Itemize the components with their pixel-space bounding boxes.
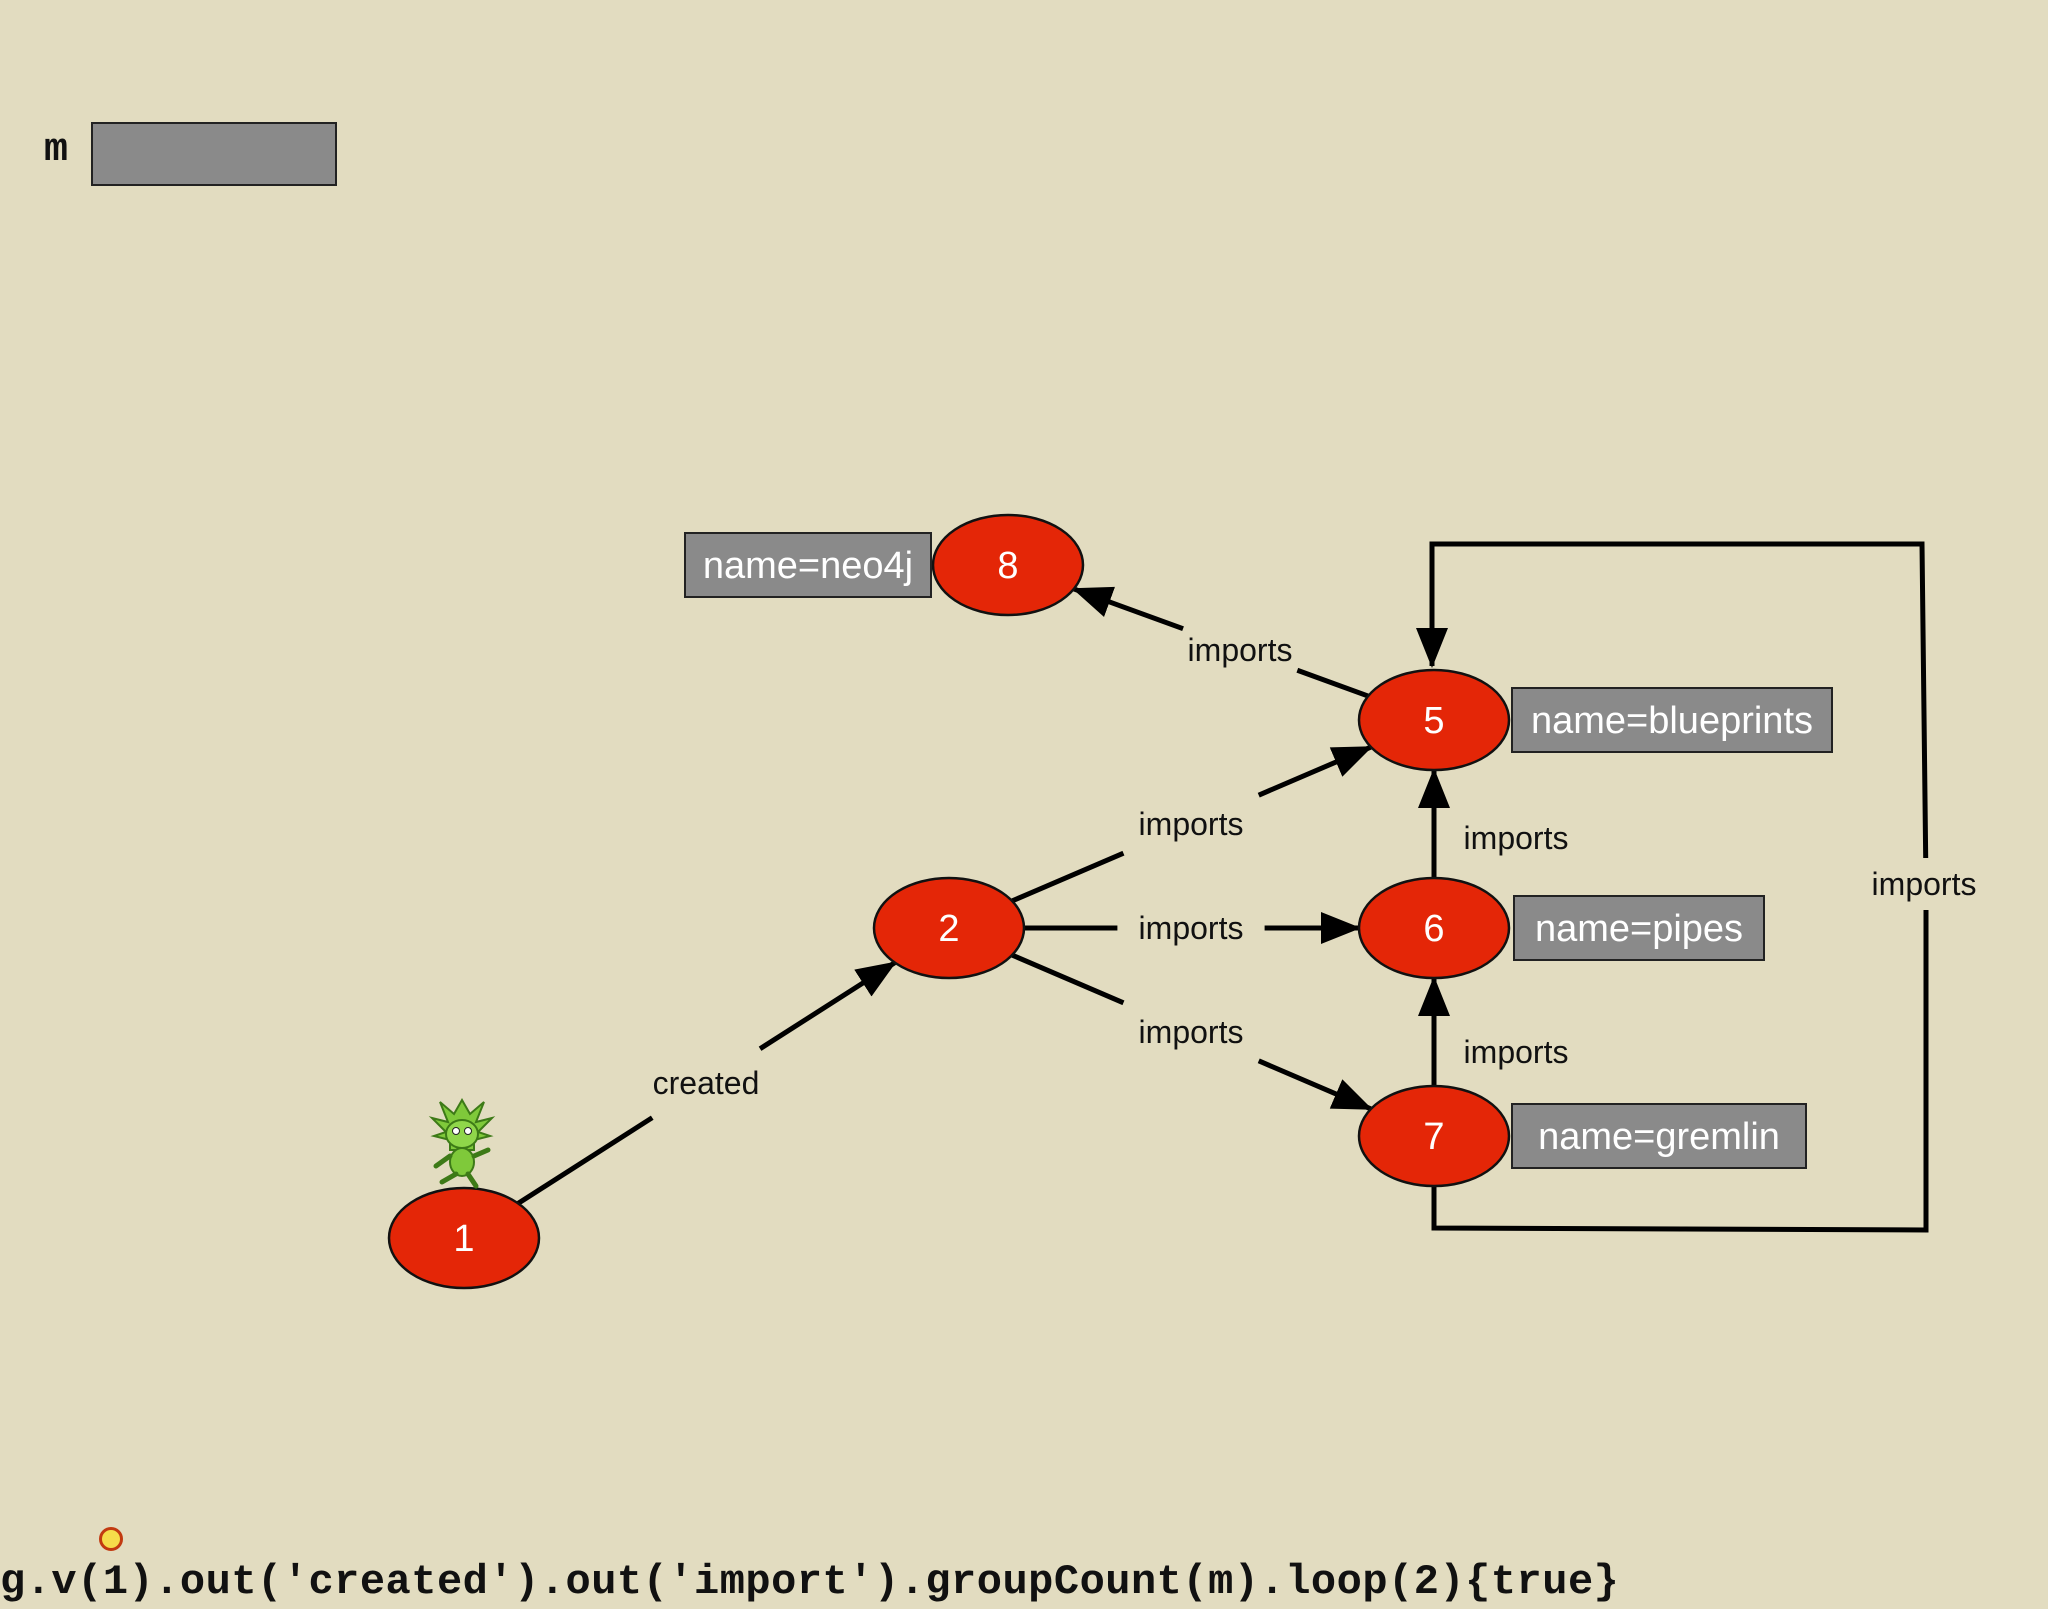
vertex-1: 1 <box>387 1186 541 1290</box>
property-label: name=neo4j <box>703 545 913 587</box>
vertex-ellipse <box>1357 876 1511 980</box>
vertex-7: 7 name=gremlin <box>1357 1084 1807 1188</box>
property-box <box>1511 687 1833 753</box>
edge-label: imports <box>1139 910 1244 946</box>
cursor-dot-icon <box>99 1527 123 1551</box>
vertex-ellipse <box>387 1186 541 1290</box>
gremlin-mascot-icon <box>428 1097 496 1189</box>
edge-line <box>758 960 897 1051</box>
property-label: name=gremlin <box>1538 1116 1780 1158</box>
vertex-id-label: 6 <box>1423 908 1444 950</box>
edge-2-5: imports <box>1011 744 1373 904</box>
vertex-id-label: 2 <box>938 908 959 950</box>
vertex-ellipse <box>1357 668 1511 772</box>
edge-line <box>1296 667 1370 699</box>
edge-6-5: imports <box>1418 768 1569 878</box>
edge-label: imports <box>1188 632 1293 668</box>
edge-5-8: imports <box>1071 586 1370 699</box>
vertex-2: 2 <box>872 876 1026 980</box>
edge-1-2: created <box>516 960 897 1206</box>
edge-label: imports <box>1872 866 1977 902</box>
property-label: name=blueprints <box>1531 700 1813 742</box>
edge-2-6: imports <box>1024 910 1361 946</box>
edge-7-5: imports <box>1416 541 1980 1233</box>
edge-line <box>1071 586 1184 632</box>
edge-line <box>1257 1058 1373 1112</box>
edge-label: imports <box>1139 806 1244 842</box>
vertex-8: 8 name=neo4j <box>684 513 1085 617</box>
vertex-id-label: 8 <box>997 545 1018 587</box>
vertex-6: 6 name=pipes <box>1357 876 1765 980</box>
property-box <box>1513 895 1765 961</box>
edge-line <box>1011 952 1125 1006</box>
vertex-id-label: 5 <box>1423 700 1444 742</box>
vertex-id-label: 7 <box>1423 1116 1444 1158</box>
edge-line <box>1257 744 1373 798</box>
edge-7-6: imports <box>1418 976 1569 1086</box>
vertex-ellipse <box>1357 1084 1511 1188</box>
property-label: name=pipes <box>1535 908 1743 950</box>
map-label: m <box>44 128 69 173</box>
edge-label: imports <box>1464 1034 1569 1070</box>
vertex-id-label: 1 <box>453 1218 474 1260</box>
vertex-5: 5 name=blueprints <box>1357 668 1833 772</box>
vertex-ellipse <box>872 876 1026 980</box>
edge-label: created <box>653 1065 760 1101</box>
edge-line <box>516 1115 654 1206</box>
group-count-map-box <box>91 122 337 186</box>
edge-label: imports <box>1464 820 1569 856</box>
property-box <box>1511 1103 1807 1169</box>
edge-label: imports <box>1139 1014 1244 1050</box>
gremlin-query-text: g.v(1).out('created').out('import').grou… <box>0 1558 1620 1606</box>
vertex-ellipse <box>931 513 1085 617</box>
edge-line <box>1011 850 1125 904</box>
edge-2-7: imports <box>1011 952 1373 1112</box>
property-box <box>684 532 932 598</box>
